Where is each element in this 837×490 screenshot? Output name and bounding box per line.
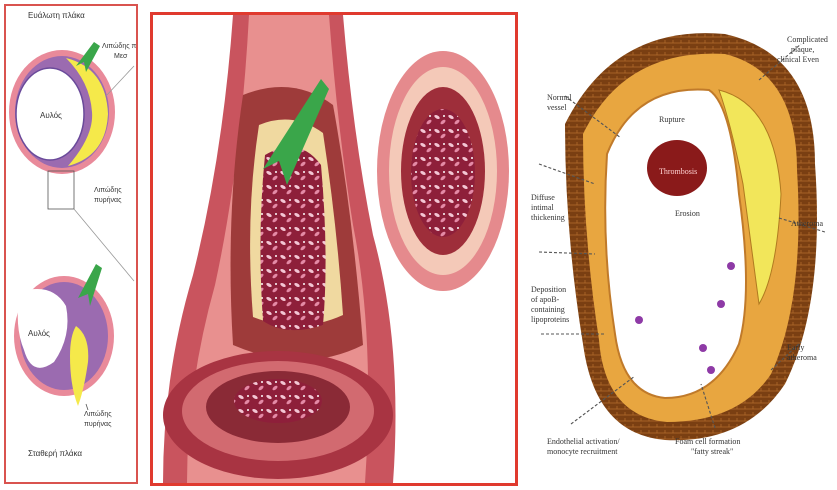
callout-line [86,404,88,410]
lipid-core-label-bottom-2: πυρήνας [84,421,112,428]
zoom-box [48,171,74,209]
atheroma-label: Atheroma [791,219,823,228]
lipid-label-top-1: Λιπώδης π [102,42,136,50]
lipid-core-label-top-2: πυρήνας [94,197,122,204]
diffuse-label-2: intimal [531,203,554,212]
foam-cell [717,300,725,308]
atherosclerosis-stages-diagram: Thrombosis Rupture Erosion Normal vessel… [525,4,833,486]
diffuse-label-3: thickening [531,213,565,222]
foam-cell [727,262,735,270]
foam-cell-label-1: Foam cell formation [675,437,740,446]
foam-cell [635,316,643,324]
stable-vs-vulnerable-plaque-panel: Ευάλωτη πλάκα Αυλός Λιπώδης π Μεσ Λιπώδη… [4,4,138,484]
deposition-label-3: containing [531,305,565,314]
lipid-core-label-bottom-1: Λιπώδης [84,410,112,418]
endothelial-label-2: monocyte recruitment [547,447,618,456]
foam-cell [707,366,715,374]
atherosclerosis-progression-figure: Thrombosis Rupture Erosion Normal vessel… [525,4,833,486]
foam-cell [699,344,707,352]
lumen-label-bottom: Αυλός [28,329,50,338]
foam-cell-label-2: "fatty streak" [691,447,733,456]
deposition-label-1: Deposition [531,285,566,294]
diffuse-label-1: Diffuse [531,193,555,202]
deposition-label-4: lipoproteins [531,315,569,324]
normal-vessel-label-1: Normal [547,93,572,102]
plaque-comparison-figure: Ευάλωτη πλάκα Αυλός Λιπώδης π Μεσ Λιπώδη… [6,6,136,482]
early-atheroma-label-2: atheroma [787,353,817,362]
lipid-label-top-2: Μεσ [114,53,128,60]
lumen-label-top: Αυλός [40,111,62,120]
vessel-lumen [605,90,746,398]
normal-vessel-label-2: vessel [547,103,567,112]
rupture-label: Rupture [659,115,685,124]
stable-plaque-label: Σταθερή πλάκα [28,449,82,458]
unstable-plaque-label: Ευάλωτη πλάκα [28,11,85,20]
thrombus-clot [260,147,325,330]
complicated-plaque-label-2: plaque, [791,45,814,54]
deposition-label-2: of apoB- [531,295,560,304]
thrombosis-label: Thrombosis [659,167,697,176]
pointer-line [106,66,134,96]
erosion-label: Erosion [675,209,700,218]
early-atheroma-label-1: Early [787,343,804,352]
endothelial-label-1: Endothelial activation/ [547,437,620,446]
clot-cross-section [234,379,322,423]
lipid-core-label-top-1: Λιπώδης [94,186,122,194]
complicated-plaque-label-1: Complicated [787,35,828,44]
zoom-line [74,209,134,281]
thrombosis-artery-illustration [150,12,518,486]
complicated-plaque-label-3: clinical Even [777,55,819,64]
artery-cutaway-figure [153,15,515,483]
cross-section-clot [411,109,475,237]
